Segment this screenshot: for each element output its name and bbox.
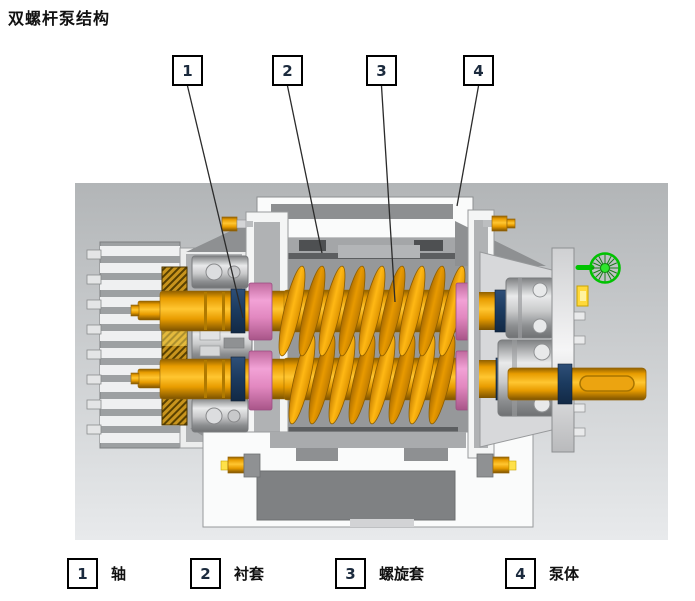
callout-number-4: 4: [473, 61, 484, 80]
callout-number-1: 1: [182, 61, 193, 80]
legend-item-screw-sleeve: 3 螺旋套: [335, 558, 424, 589]
shaft-stubs-left: [130, 300, 163, 389]
leader-line-4: [456, 85, 480, 207]
legend-item-bushing: 2 衬套: [190, 558, 264, 589]
page-title: 双螺杆泵结构: [8, 9, 111, 28]
rotation-indicator-icon: [575, 252, 621, 284]
pump-casing-top: [256, 196, 474, 258]
legend-label-bushing: 衬套: [234, 565, 265, 583]
leader-line-2: [286, 85, 323, 254]
callout-box-4: 4: [463, 55, 494, 86]
legend-item-shaft: 1 轴: [67, 558, 126, 589]
callout-number-2: 2: [282, 61, 293, 80]
drive-shaft-end: [507, 363, 647, 405]
callout-box-1: 1: [172, 55, 203, 86]
gearbox-bearings: [191, 255, 253, 433]
pump-casing-base: [202, 431, 534, 528]
leader-line-1: [186, 85, 244, 319]
leader-line-3: [380, 85, 396, 303]
bearing-assembly-right: [479, 251, 561, 448]
legend-label-screw-sleeve: 螺旋套: [379, 565, 425, 583]
legend-box-4: 4: [505, 558, 536, 589]
fitting-top-right: [483, 215, 516, 232]
motor-fins: [86, 249, 102, 435]
bushing-upper-left: [248, 282, 273, 341]
seal-ring-upper-left: [230, 288, 246, 334]
seal-ring-output: [557, 363, 573, 405]
legend-box-2: 2: [190, 558, 221, 589]
bushing-lower-left: [248, 350, 273, 411]
leader-lines: [186, 85, 480, 319]
callout-box-3: 3: [366, 55, 397, 86]
callout-number-3: 3: [376, 61, 387, 80]
callout-box-2: 2: [272, 55, 303, 86]
fitting-bottom-right: [476, 453, 517, 478]
legend-label-pump-body: 泵体: [549, 565, 580, 583]
legend-label-shaft: 轴: [111, 565, 127, 583]
legend-item-pump-body: 4 泵体: [505, 558, 579, 589]
legend-box-3: 3: [335, 558, 366, 589]
fitting-top-left: [221, 216, 253, 232]
keyway-slot: [579, 375, 635, 392]
screw-rotor-lower: [283, 333, 463, 425]
fitting-bottom-left: [220, 453, 261, 478]
seal-ring-lower-left: [230, 356, 246, 402]
legend-box-1: 1: [67, 558, 98, 589]
